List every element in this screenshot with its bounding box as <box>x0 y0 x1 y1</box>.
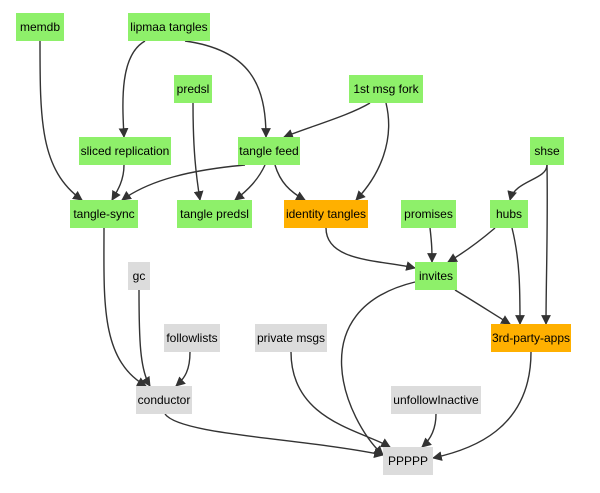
node-label-invites: invites <box>419 269 453 283</box>
node-predsl: predsl <box>174 75 212 103</box>
edge-first-msg-fork-to-identity-tangles <box>355 102 390 201</box>
node-tangle-feed: tangle feed <box>238 137 300 165</box>
node-label-conductor: conductor <box>138 393 191 407</box>
node-box-conductor <box>136 386 192 414</box>
node-label-tangle-feed: tangle feed <box>239 144 298 158</box>
node-box-hubs <box>490 200 528 228</box>
node-box-sliced-replication <box>79 137 171 165</box>
node-label-first-msg-fork: 1st msg fork <box>353 82 419 96</box>
edges-layer <box>39 40 551 461</box>
node-invites: invites <box>415 262 457 290</box>
node-box-memdb <box>16 13 64 41</box>
edge-invites-to-third-party-apps <box>454 289 511 325</box>
node-label-identity-tangles: identity tangles <box>286 207 366 221</box>
node-followlists: followlists <box>164 324 220 352</box>
edge-memdb-to-tangle-sync <box>39 40 83 201</box>
node-box-tangle-sync <box>70 200 138 228</box>
node-label-unfollowinactive: unfollowInactive <box>393 393 479 407</box>
node-label-third-party-apps: 3rd-party-apps <box>492 331 570 345</box>
node-label-hubs: hubs <box>496 207 522 221</box>
edge-sliced-replication-to-tangle-sync <box>111 164 125 201</box>
node-box-predsl <box>174 75 212 103</box>
node-label-promises: promises <box>404 207 453 221</box>
node-box-invites <box>415 262 457 290</box>
edge-lipmaa-tangles-to-sliced-replication <box>118 40 146 138</box>
edge-unfollowinactive-to-ppppp <box>421 413 437 448</box>
node-box-promises <box>401 200 456 228</box>
edge-tangle-feed-to-tangle-sync <box>121 164 246 201</box>
node-lipmaa-tangles: lipmaa tangles <box>128 13 210 41</box>
node-box-third-party-apps <box>491 324 571 352</box>
node-label-tangle-sync: tangle-sync <box>73 207 134 221</box>
node-box-tangle-predsl <box>177 200 252 228</box>
edge-promises-to-invites <box>427 227 437 263</box>
node-label-gc: gc <box>133 269 146 283</box>
node-box-first-msg-fork <box>349 75 423 103</box>
edge-third-party-apps-to-ppppp <box>432 351 532 461</box>
node-conductor: conductor <box>136 386 192 414</box>
node-label-private-msgs: private msgs <box>257 331 325 345</box>
node-label-lipmaa-tangles: lipmaa tangles <box>130 20 207 34</box>
node-tangle-predsl: tangle predsl <box>177 200 252 228</box>
node-promises: promises <box>401 200 456 228</box>
node-label-ppppp: PPPPP <box>388 454 428 468</box>
node-identity-tangles: identity tangles <box>284 200 368 228</box>
edge-tangle-feed-to-tangle-predsl <box>234 164 266 201</box>
node-first-msg-fork: 1st msg fork <box>349 75 423 103</box>
node-sliced-replication: sliced replication <box>79 137 171 165</box>
node-box-lipmaa-tangles <box>128 13 210 41</box>
node-box-tangle-feed <box>238 137 300 165</box>
edge-private-msgs-to-ppppp <box>290 351 391 448</box>
node-box-shse <box>530 137 564 165</box>
edge-tangle-sync-to-conductor <box>103 227 147 387</box>
edge-hubs-to-invites <box>447 227 496 263</box>
edge-tangle-feed-to-identity-tangles <box>274 164 306 201</box>
node-box-private-msgs <box>255 324 327 352</box>
nodes-layer: memdb lipmaa tangles predsl 1st msg fork sli… <box>16 13 571 475</box>
node-third-party-apps: 3rd-party-apps <box>491 324 571 352</box>
node-shse: shse <box>530 137 564 165</box>
node-box-identity-tangles <box>284 200 368 228</box>
node-unfollowinactive: unfollowInactive <box>391 386 481 414</box>
node-memdb: memdb <box>16 13 64 41</box>
node-label-tangle-predsl: tangle predsl <box>180 207 249 221</box>
node-label-sliced-replication: sliced replication <box>81 144 170 158</box>
node-ppppp: PPPPP <box>383 447 433 475</box>
node-gc: gc <box>128 262 150 290</box>
node-box-gc <box>128 262 150 290</box>
edge-lipmaa-tangles-to-tangle-feed <box>184 40 271 138</box>
edge-predsl-to-tangle-predsl <box>192 102 204 201</box>
node-label-shse: shse <box>534 144 560 158</box>
edge-shse-to-third-party-apps <box>541 164 551 325</box>
node-box-followlists <box>164 324 220 352</box>
node-hubs: hubs <box>490 200 528 228</box>
node-box-unfollowinactive <box>391 386 481 414</box>
node-label-memdb: memdb <box>20 20 60 34</box>
node-box-ppppp <box>383 447 433 475</box>
edge-shse-to-hubs <box>507 164 548 201</box>
edge-followlists-to-conductor <box>175 351 191 387</box>
edge-invites-to-ppppp <box>340 281 416 456</box>
node-tangle-sync: tangle-sync <box>70 200 138 228</box>
edge-identity-tangles-to-invites <box>325 227 416 271</box>
edge-hubs-to-third-party-apps <box>511 227 525 325</box>
node-label-followlists: followlists <box>166 331 217 345</box>
edge-gc-to-conductor <box>138 289 151 387</box>
node-private-msgs: private msgs <box>255 324 327 352</box>
edge-first-msg-fork-to-tangle-feed <box>283 102 371 139</box>
node-label-predsl: predsl <box>177 82 210 96</box>
edge-conductor-to-ppppp <box>164 413 384 459</box>
